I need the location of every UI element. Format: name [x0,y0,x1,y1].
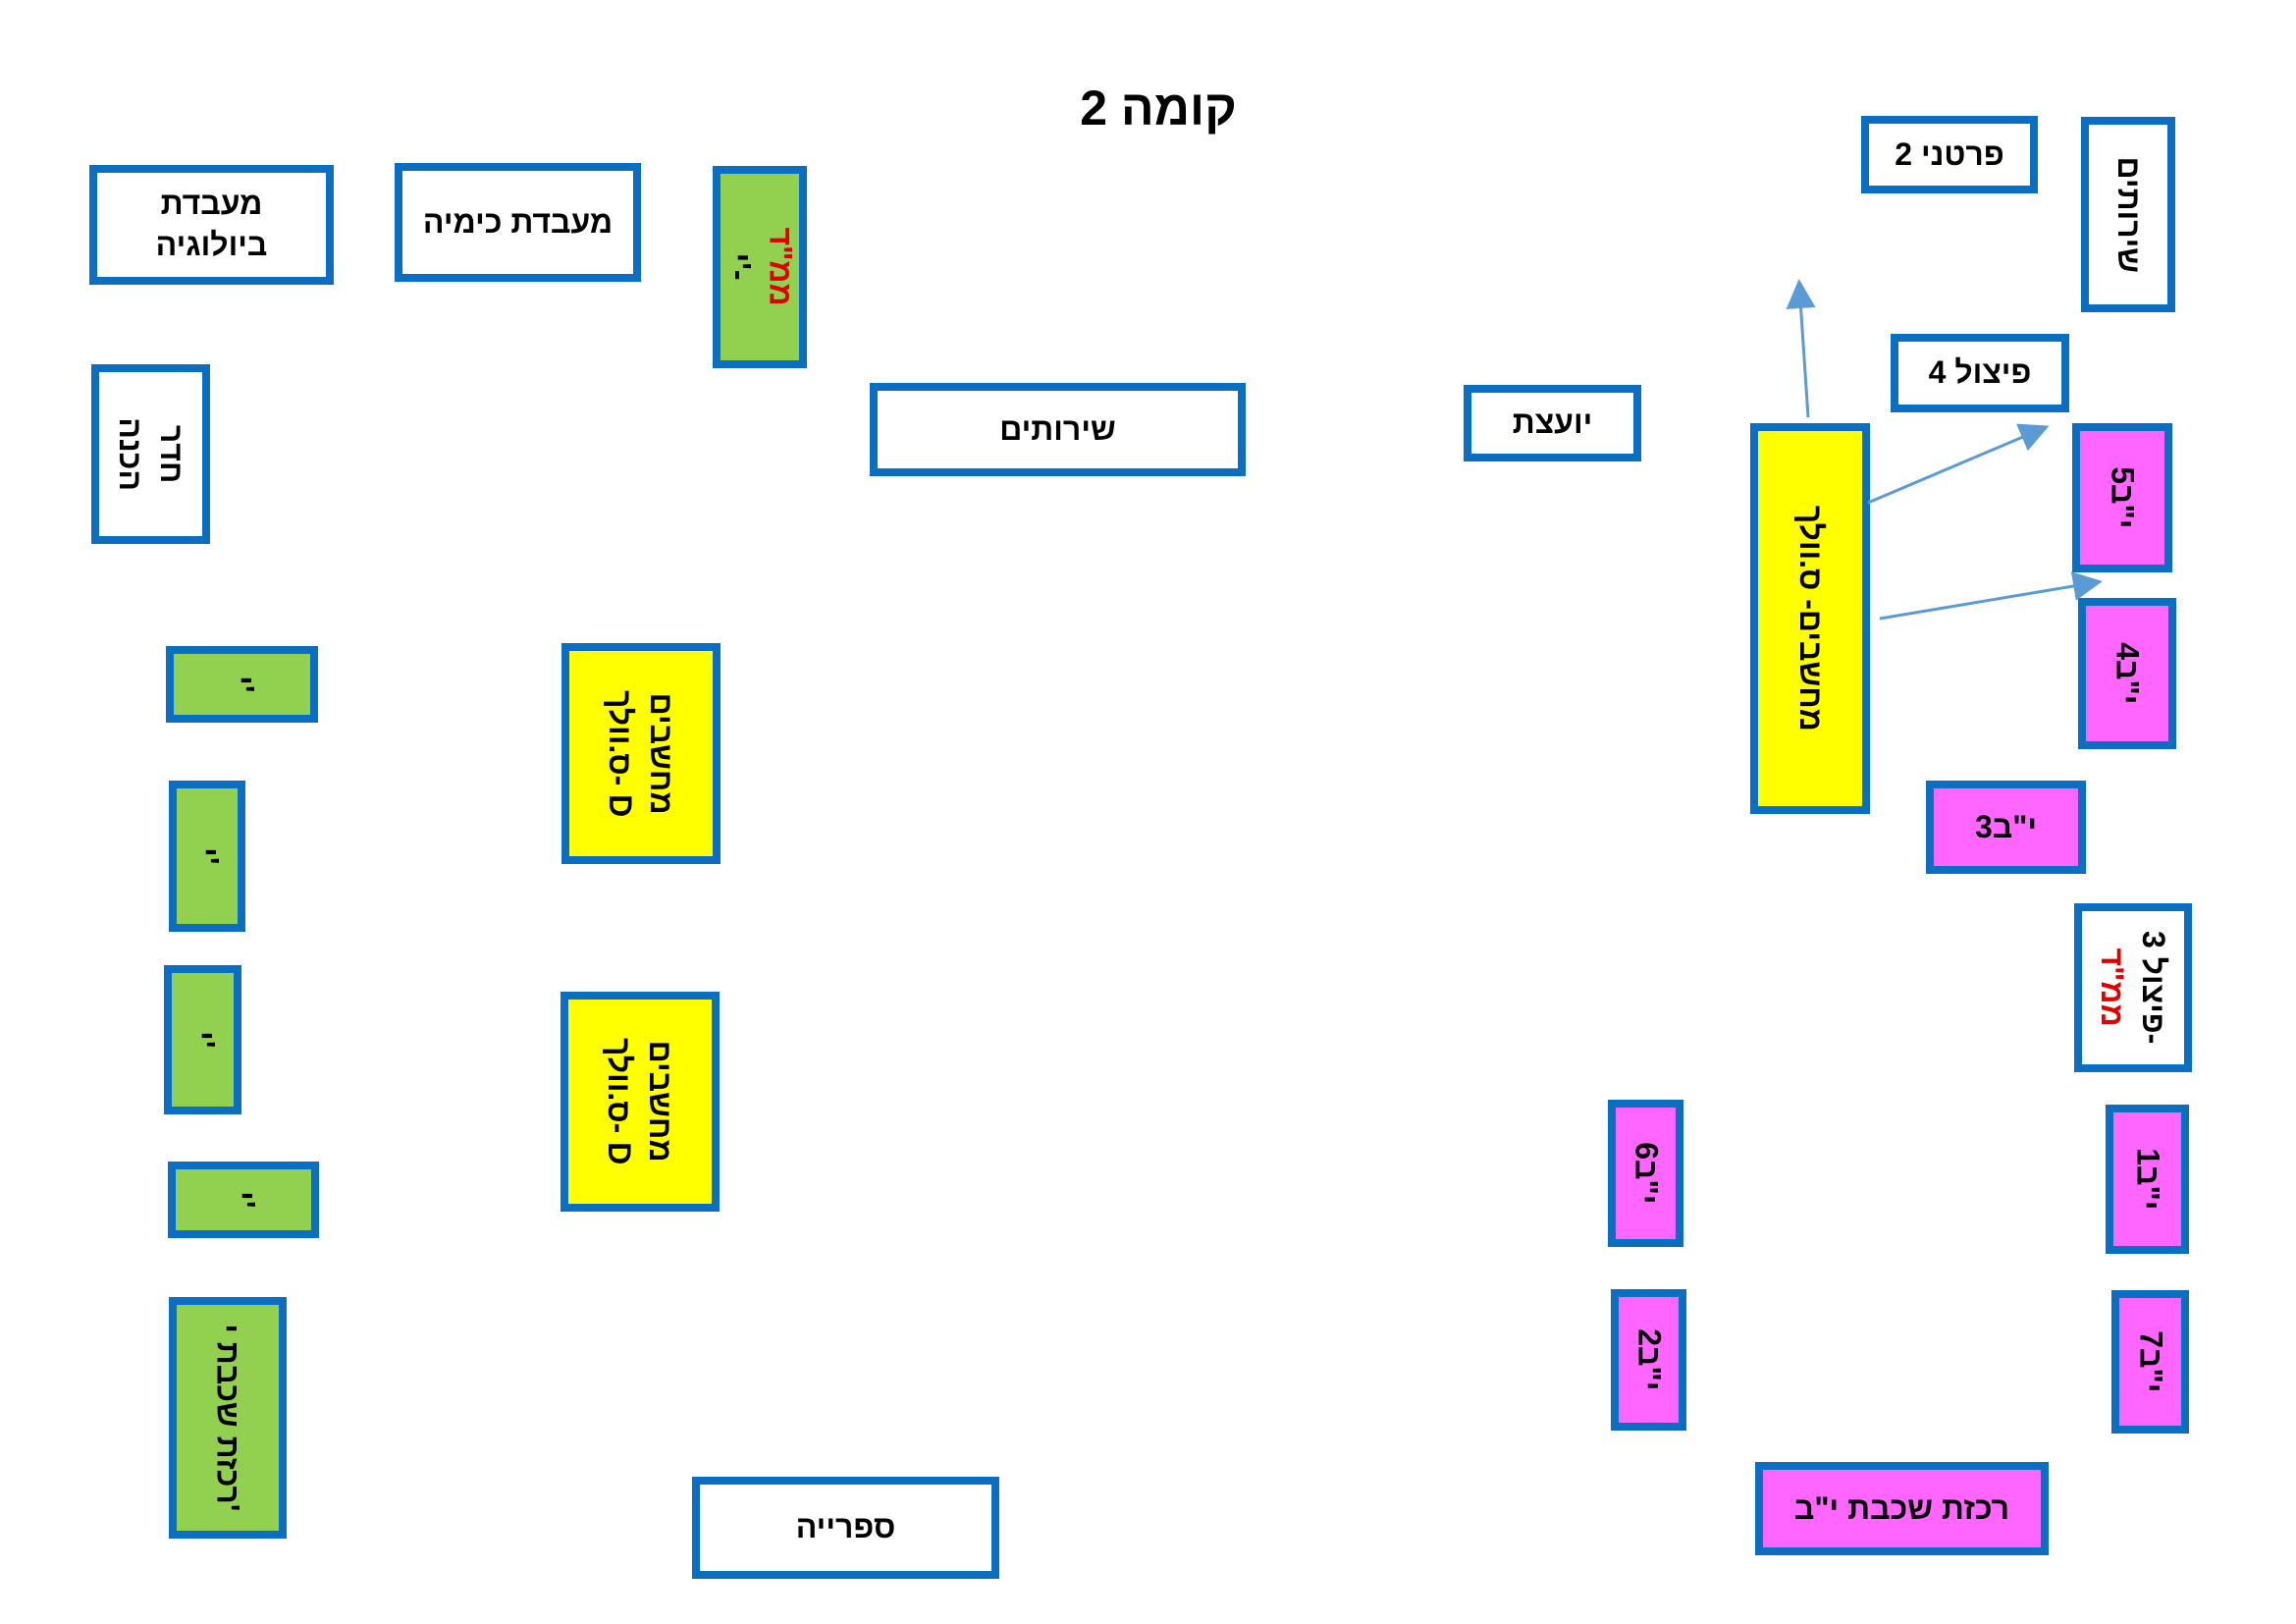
grade12-coordinator: רכזת שכבת י"ב [1755,1462,2049,1555]
arrow-to-class12-4 [1879,571,2103,621]
split-room-3-label: פיצול 3- ממ"ד [2092,931,2173,1044]
library: ספרייה [692,1477,999,1579]
services-center-label: שירותים [999,410,1116,447]
computer-lab-d2-label: מחשבים ס.וולך- D [599,1038,680,1164]
arrow-to-split4 [1867,423,2050,505]
computer-lab-d1: מחשבים ס.וולך- D [561,643,721,864]
computer-lab-c: מחשבים- ס.וולך [1750,423,1870,814]
grade10-class-3: י' [164,965,241,1114]
prep-room-label: חדר הכנה [113,417,190,491]
computer-lab-d1-label: מחשבים ס.וולך- D [600,690,681,817]
split-room-3-shelter: פיצול 3- ממ"ד [2074,903,2192,1072]
computer-lab-d2-line2: ס.וולך- D [602,1038,638,1165]
biology-lab-label: מעבדת ביולוגיה [155,186,268,262]
class-12-3: י"ב3 [1926,781,2086,874]
computer-lab-d2-line1: מחשבים [643,1041,679,1163]
services-right-label: שירותים [2110,156,2147,273]
class-12-1: י"ב1 [2106,1105,2189,1254]
private-room-2-label: פרטני 2 [1895,135,2004,172]
class-12-1-label: י"ב1 [2130,1148,2166,1211]
split-room-3-shelter-text: ממ"ד [2096,947,2132,1028]
grade10-label: י'- [722,253,759,281]
services-center: שירותים [870,383,1246,476]
computer-lab-d1-line1: מחשבים [644,692,680,815]
class-12-7: י"ב7 [2111,1290,2189,1434]
grade10-class-4: י' [168,1162,319,1238]
chemistry-lab-label: מעבדת כימיה [422,203,614,240]
computer-lab-c-label: מחשבים- ס.וולך [1792,505,1829,732]
class-12-6-label: י"ב6 [1629,1142,1665,1205]
grade10-coordinator-label: רכזת שכבת י' [210,1324,246,1512]
grade10-class-2-label: י' [189,847,226,865]
class-12-4-label: י"ב4 [2109,642,2146,705]
counselor-label: יועצת [1512,405,1593,441]
class-12-4: י"ב4 [2078,598,2176,749]
class-12-3-label: י"ב3 [1974,808,2038,844]
grade10-class-3-label: י' [186,1031,222,1049]
biology-lab: מעבדת ביולוגיה [89,165,334,285]
page-title: קומה 2 [1080,81,1237,135]
split-room-4: פיצול 4 [1891,334,2069,412]
library-label: ספרייה [795,1509,896,1545]
grade10-class-1-label: י' [225,676,261,693]
prep-room: חדר הכנה [91,364,210,544]
class-12-2-label: י"ב2 [1631,1328,1668,1391]
grade12-coordinator-label: רכזת שכבת י"ב [1793,1489,2010,1526]
grade10-class-1: י' [166,646,318,723]
class-12-5: י"ב5 [2072,423,2172,572]
computer-lab-d1-line2: ס.וולך- D [603,689,639,818]
class-12-2: י"ב2 [1611,1289,1686,1431]
grade10-class-4-label: י' [226,1191,262,1209]
grade10-coordinator: רכזת שכבת י' [169,1297,287,1539]
split-room-4-label: פיצול 4 [1928,354,2032,391]
grade10-class-2: י' [169,781,245,932]
split-room-3-text: פיצול 3- [2136,931,2172,1045]
grade10-shelter-class: ממ"ד י'- [713,166,807,368]
shelter-label: ממ"ד [763,227,799,307]
grade10-shelter-label: ממ"ד י'- [719,228,800,306]
chemistry-lab: מעבדת כימיה [395,163,641,282]
private-room-2: פרטני 2 [1861,116,2038,193]
class-12-6: י"ב6 [1608,1100,1683,1247]
services-right: שירותים [2081,117,2175,312]
class-12-7-label: י"ב7 [2133,1330,2169,1393]
computer-lab-d2: מחשבים ס.וולך- D [561,992,720,1212]
arrow-up [1786,279,1816,418]
class-12-5-label: י"ב5 [2105,466,2141,529]
counselor-room: יועצת [1464,385,1641,461]
